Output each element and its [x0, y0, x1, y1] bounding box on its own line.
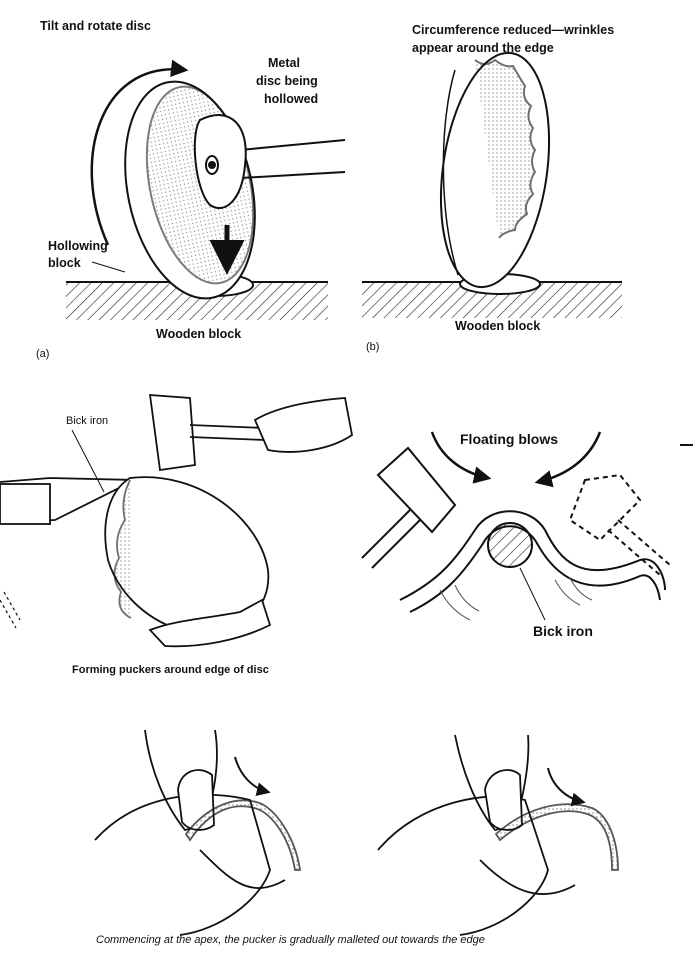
bick-iron-circle [487, 522, 533, 568]
right-hammer-head-dashed [568, 473, 642, 542]
mallet-head [193, 114, 247, 210]
panel-a-diagram [66, 59, 346, 320]
mallet-left [144, 729, 218, 832]
panel-d-diagram [361, 431, 693, 621]
mallet [148, 394, 196, 472]
floating-arrow-left [430, 431, 492, 484]
metal-profile-outer [399, 510, 666, 601]
metal-profile-inner [409, 525, 661, 613]
pucker-right [494, 803, 619, 871]
bottom-left-diagram [94, 729, 302, 936]
arrow-right [547, 767, 586, 807]
panel-a-tag: (a) [36, 348, 50, 360]
left-hammer-head [376, 446, 457, 534]
panel-d-tool-label: Bick iron [533, 623, 593, 639]
panel-a-disc-label-3: hollowed [264, 92, 319, 106]
disc-outline-right [377, 795, 549, 936]
panel-d-title: Floating blows [460, 431, 558, 447]
hammer-shaft [239, 139, 346, 179]
panel-b-title-1: Circumference reduced—wrinkles [412, 23, 615, 37]
panel-c-caption: Forming puckers around edge of disc [72, 664, 269, 676]
pucker-left [184, 799, 302, 871]
panel-b-base-label: Wooden block [455, 319, 541, 333]
floating-arrow-right [534, 431, 602, 488]
upper-hand [253, 397, 353, 453]
panel-a-block-label-2: block [48, 256, 81, 270]
tilt-arrow [90, 59, 189, 246]
bottom-caption: Commencing at the apex, the pucker is gr… [96, 934, 485, 946]
panel-b-diagram [362, 51, 622, 318]
panel-c-diagram [0, 394, 353, 648]
panel-a-title: Tilt and rotate disc [40, 19, 151, 33]
panel-a-block-label-1: Hollowing [48, 239, 108, 253]
mallet-right [454, 734, 530, 832]
wrinkle-edge [474, 58, 537, 239]
panel-a-base-label: Wooden block [156, 327, 242, 341]
panel-b-tag: (b) [366, 341, 380, 353]
panel-a-disc-label-2: disc being [256, 74, 318, 88]
panel-b-title-2: appear around the edge [412, 41, 554, 55]
panel-c-tool-label: Bick iron [66, 415, 109, 427]
lower-hand [148, 598, 272, 648]
panel-a-disc-label-1: Metal [268, 56, 300, 70]
arrow-left [234, 756, 271, 797]
bottom-right-diagram [377, 734, 619, 936]
